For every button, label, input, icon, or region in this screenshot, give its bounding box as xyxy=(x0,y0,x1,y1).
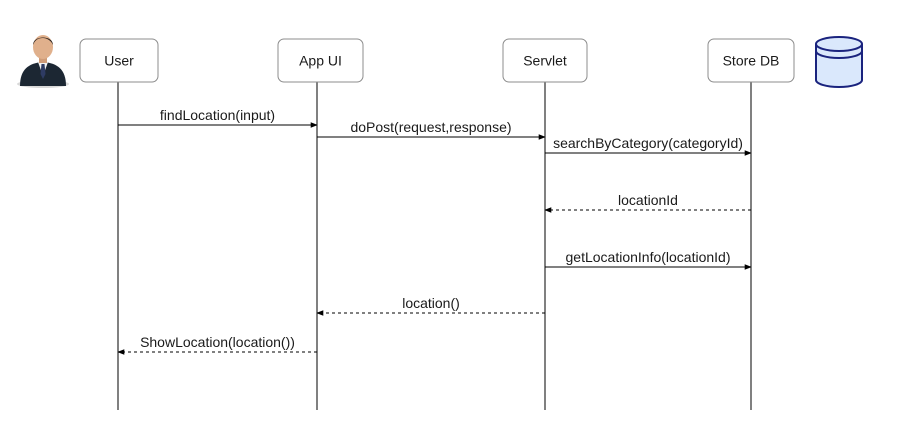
message-label: doPost(request,response) xyxy=(350,119,511,135)
participant-storedb: Store DB xyxy=(707,38,795,410)
participant-box-storedb xyxy=(707,38,795,83)
participant-label-user: User xyxy=(104,53,134,69)
participant-label-appui: App UI xyxy=(299,53,342,69)
message-1: findLocation(input) xyxy=(118,107,318,128)
participant-user: User xyxy=(79,38,159,410)
head-shape xyxy=(33,35,53,59)
participant-label-servlet: Servlet xyxy=(523,53,567,69)
message-label: getLocationInfo(locationId) xyxy=(566,249,731,265)
message-label: findLocation(input) xyxy=(160,107,275,123)
message-7: ShowLocation(location()) xyxy=(117,334,317,355)
message-3: searchByCategory(categoryId) xyxy=(545,135,752,156)
message-label: ShowLocation(location()) xyxy=(140,334,295,350)
messages: findLocation(input) doPost(request,respon… xyxy=(117,107,752,355)
message-6: location() xyxy=(316,295,545,316)
message-label: location() xyxy=(402,295,460,311)
message-4: locationId xyxy=(544,192,751,213)
message-5: getLocationInfo(locationId) xyxy=(545,249,752,270)
person-icon xyxy=(17,35,69,88)
database-icon xyxy=(815,36,863,88)
participant-servlet: Servlet xyxy=(502,38,588,410)
participant-box-appui xyxy=(277,38,364,83)
participant-label-storedb: Store DB xyxy=(723,53,780,69)
participant-appui: App UI xyxy=(277,38,364,410)
lifelines: User App UI Servlet Store DB xyxy=(79,38,795,410)
participant-box-servlet xyxy=(502,38,588,83)
message-label: searchByCategory(categoryId) xyxy=(553,135,743,151)
message-2: doPost(request,response) xyxy=(317,119,546,140)
participant-box-user xyxy=(79,38,159,83)
message-label: locationId xyxy=(618,192,678,208)
